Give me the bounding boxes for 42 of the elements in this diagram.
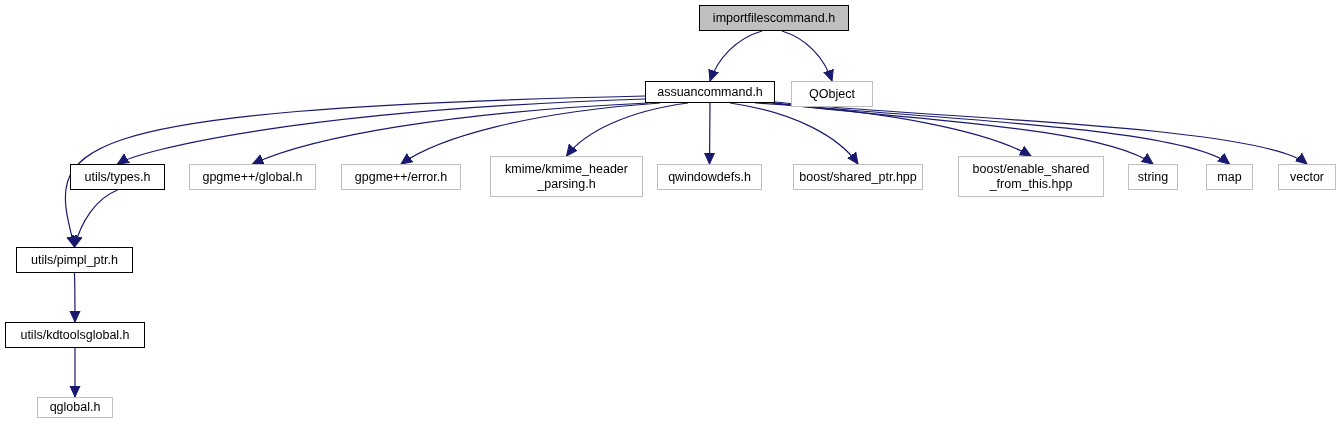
file-name: boost/shared_ptr.hpp	[799, 169, 917, 185]
file-box	[1128, 164, 1178, 190]
file-box	[189, 164, 316, 190]
file-name: utils/types.h	[84, 169, 151, 185]
file-name: utils/kdtoolsglobal.h	[20, 327, 130, 343]
arrow	[69, 347, 81, 398]
file-name: string	[1137, 169, 1169, 185]
file-box	[791, 81, 873, 107]
file-name: QObject	[809, 86, 855, 102]
arrow	[704, 102, 716, 165]
file-box	[490, 156, 643, 197]
file-box	[16, 247, 133, 273]
file-name: gpgme++/error.h	[354, 169, 448, 185]
file-name: kmime/kmime_header _parsing.h	[504, 161, 629, 192]
file-box	[70, 164, 165, 190]
file-name: vector	[1289, 169, 1324, 185]
arrow	[69, 272, 81, 323]
file-name: map	[1217, 169, 1242, 185]
arrow	[781, 30, 834, 82]
file-box	[37, 397, 113, 418]
file-box	[341, 164, 461, 190]
file-name: qglobal.h	[49, 400, 101, 415]
file-box	[5, 322, 145, 348]
file-box	[657, 164, 762, 190]
file-name: importfilescommand.h	[712, 10, 836, 26]
file-box	[793, 164, 923, 190]
file-box	[1278, 164, 1336, 190]
arrow	[64, 95, 646, 248]
file-box	[1206, 164, 1253, 190]
file-name: utils/pimpl_ptr.h	[31, 252, 118, 268]
arrow	[774, 101, 1308, 165]
file-name: gpgme++/global.h	[202, 169, 303, 185]
file-name: boost/enable_shared _from_this.hpp	[971, 161, 1091, 192]
arrow	[708, 30, 763, 82]
file-box	[645, 81, 775, 103]
file-name: assuancommand.h	[657, 84, 763, 100]
file-box	[699, 5, 849, 31]
file-name: qwindowdefs.h	[668, 169, 751, 185]
file-box	[958, 156, 1104, 197]
arrow	[72, 189, 119, 248]
arrow	[116, 98, 646, 165]
arrow	[773, 102, 1231, 165]
